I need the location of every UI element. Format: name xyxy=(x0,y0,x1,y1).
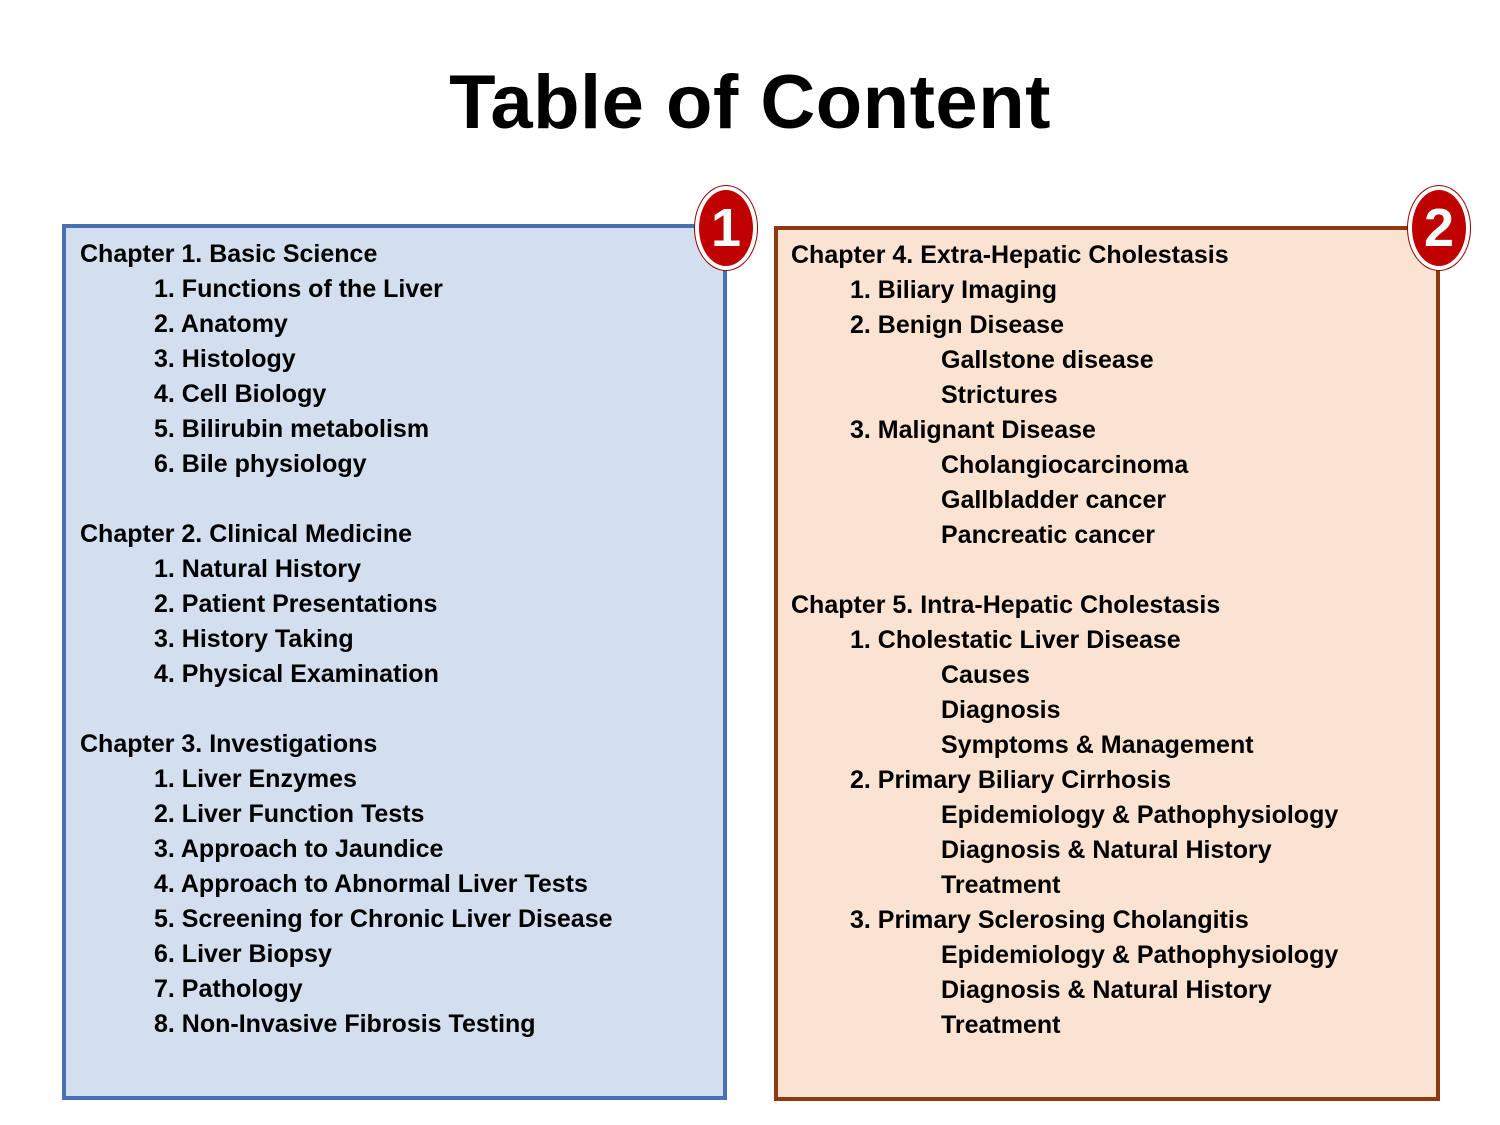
chapter-heading: Chapter 4. Extra-Hepatic Cholestasis xyxy=(791,241,1229,269)
subsection-item: Treatment xyxy=(941,1011,1061,1039)
section-item: 6. Bile physiology xyxy=(154,450,367,478)
section-number-badge-1: 1 xyxy=(695,186,757,270)
section-number-badge-2: 2 xyxy=(1408,186,1470,270)
chapter-heading: Chapter 1. Basic Science xyxy=(80,240,378,268)
section-item: 7. Pathology xyxy=(154,975,303,1003)
section-item: 3. History Taking xyxy=(154,625,354,653)
contents-panel-1: Chapter 1. Basic Science 1. Functions of … xyxy=(62,224,727,1100)
section-item: 2. Patient Presentations xyxy=(154,590,438,618)
chapter-heading: Chapter 3. Investigations xyxy=(80,730,378,758)
section-item: 3. Histology xyxy=(154,345,296,373)
subsection-item: Cholangiocarcinoma xyxy=(941,451,1189,479)
section-item: 4. Cell Biology xyxy=(154,380,327,408)
subsection-item: Gallbladder cancer xyxy=(941,486,1167,514)
page-title: Table of Content xyxy=(449,60,1051,145)
section-item: 2. Liver Function Tests xyxy=(154,800,425,828)
contents-panel-2: Chapter 4. Extra-Hepatic Cholestasis 1. B… xyxy=(774,226,1440,1101)
subsection-item: Epidemiology & Pathophysiology xyxy=(941,941,1339,969)
subsection-item: Gallstone disease xyxy=(941,346,1154,374)
subsection-item: Diagnosis & Natural History xyxy=(941,836,1272,864)
section-item: 5. Bilirubin metabolism xyxy=(154,415,430,443)
section-item: 2. Anatomy xyxy=(154,310,288,338)
section-item: 5. Screening for Chronic Liver Disease xyxy=(154,905,613,933)
subsection-item: Treatment xyxy=(941,871,1061,899)
chapter-heading: Chapter 5. Intra-Hepatic Cholestasis xyxy=(791,591,1221,619)
subsection-item: Strictures xyxy=(941,381,1058,409)
subsection-item: Epidemiology & Pathophysiology xyxy=(941,801,1339,829)
subsection-item: Diagnosis xyxy=(941,696,1061,724)
section-item: 2. Primary Biliary Cirrhosis xyxy=(850,766,1171,794)
section-item: 3. Approach to Jaundice xyxy=(154,835,444,863)
section-item: 1. Functions of the Liver xyxy=(154,275,443,303)
subsection-item: Diagnosis & Natural History xyxy=(941,976,1272,1004)
section-item: 1. Cholestatic Liver Disease xyxy=(850,626,1181,654)
subsection-item: Symptoms & Management xyxy=(941,731,1254,759)
section-item: 4. Physical Examination xyxy=(154,660,439,688)
section-item: 2. Benign Disease xyxy=(850,311,1064,339)
section-item: 8. Non-Invasive Fibrosis Testing xyxy=(154,1010,536,1038)
section-item: 1. Natural History xyxy=(154,555,362,583)
section-item: 6. Liver Biopsy xyxy=(154,940,332,968)
subsection-item: Causes xyxy=(941,661,1030,689)
section-item: 3. Malignant Disease xyxy=(850,416,1096,444)
subsection-item: Pancreatic cancer xyxy=(941,521,1156,549)
section-item: 1. Liver Enzymes xyxy=(154,765,357,793)
section-item: 4. Approach to Abnormal Liver Tests xyxy=(154,870,588,898)
chapter-heading: Chapter 2. Clinical Medicine xyxy=(80,520,413,548)
section-item: 1. Biliary Imaging xyxy=(850,276,1058,304)
section-item: 3. Primary Sclerosing Cholangitis xyxy=(850,906,1249,934)
